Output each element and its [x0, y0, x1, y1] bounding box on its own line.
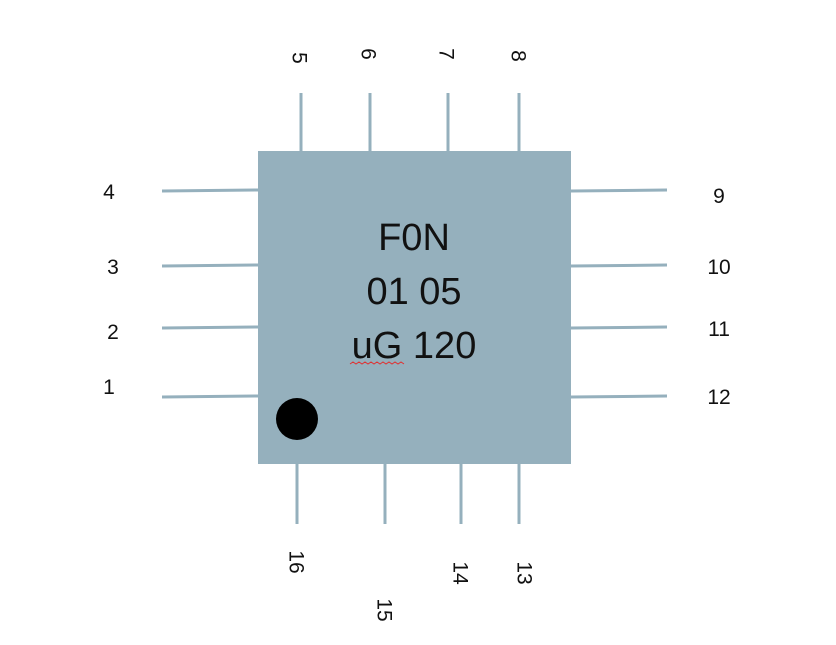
- pin-number-8: 8: [507, 50, 530, 62]
- chip-marking-line-1: F0N: [378, 217, 450, 259]
- pin-lead-4: [161, 188, 259, 193]
- pin-lead-9: [570, 188, 668, 193]
- pin-number-13: 13: [513, 561, 536, 584]
- pin-lead-3: [161, 263, 259, 268]
- pin-number-6: 6: [357, 48, 380, 60]
- pin-number-3: 3: [107, 256, 119, 279]
- pin-lead-12: [570, 394, 668, 399]
- pin-lead-11: [570, 325, 668, 330]
- pin-number-1: 1: [103, 376, 115, 399]
- pin-number-2: 2: [107, 321, 119, 344]
- pin-number-14: 14: [449, 561, 472, 585]
- pin-number-7: 7: [435, 48, 458, 60]
- pin-number-12: 12: [707, 386, 730, 409]
- pin-number-4: 4: [103, 181, 115, 204]
- pin-lead-1: [161, 394, 259, 399]
- chip-marking-line-2: 01 05: [366, 271, 461, 313]
- pin-number-11: 11: [708, 318, 730, 341]
- chip-marking-line-3: uG 120: [352, 325, 477, 367]
- pin-lead-10: [570, 263, 668, 268]
- pin-lead-2: [161, 325, 259, 330]
- pin-number-15: 15: [373, 598, 396, 621]
- pin-number-9: 9: [713, 185, 725, 208]
- pin1-marker-dot: [276, 398, 318, 440]
- pin-number-16: 16: [285, 550, 308, 573]
- pin-number-10: 10: [707, 256, 730, 279]
- spellcheck-squiggle: [349, 361, 405, 365]
- pin-number-5: 5: [288, 52, 311, 64]
